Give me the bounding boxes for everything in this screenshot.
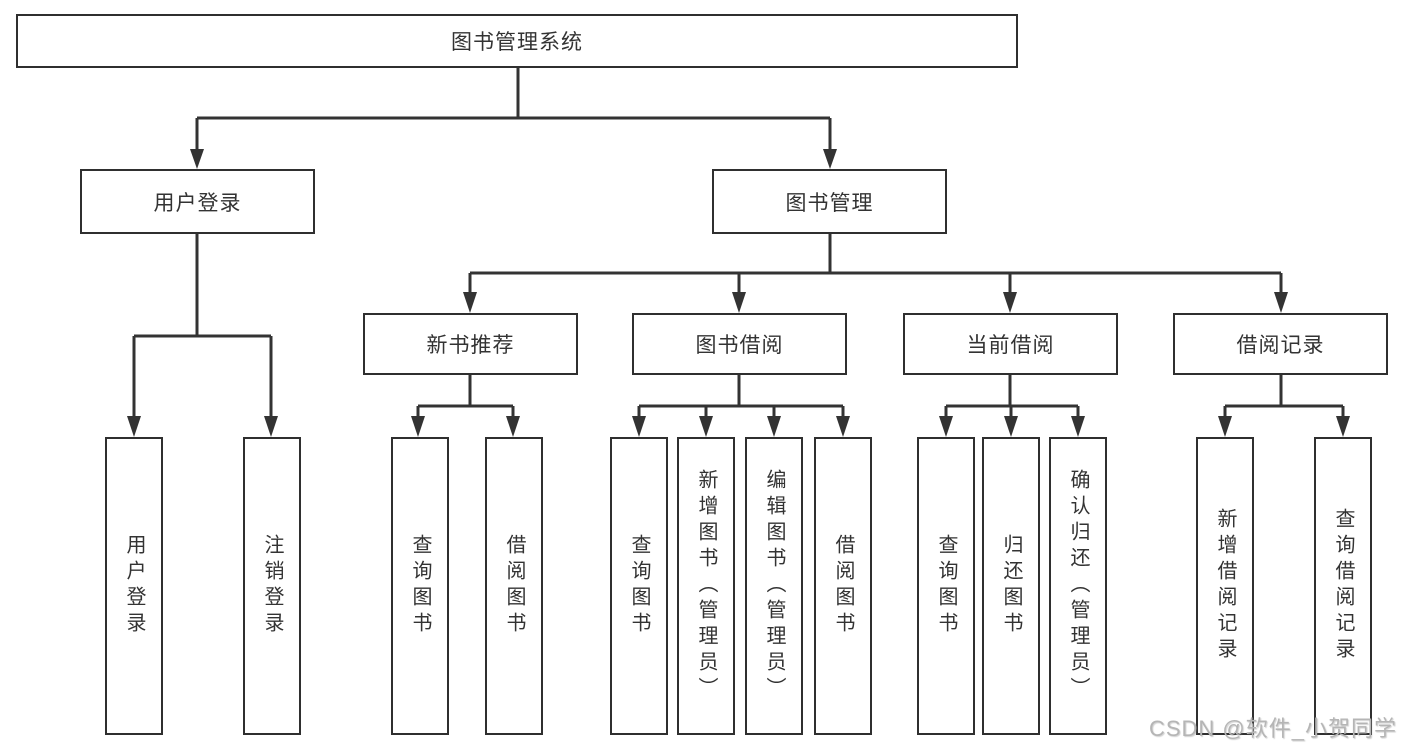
leaf-query-books: 查询图书 xyxy=(391,437,449,735)
leaf-label: 编辑图书（管理员） xyxy=(763,469,785,703)
node-label: 图书借阅 xyxy=(695,334,784,357)
leaf-add-borrow-record: 新增借阅记录 xyxy=(1196,437,1254,735)
node-borrowing-records: 借阅记录 xyxy=(1173,313,1388,375)
arrow-down-icon xyxy=(1004,416,1018,437)
leaf-query-borrow-record: 查询借阅记录 xyxy=(1314,437,1372,735)
node-book-management: 图书管理 xyxy=(712,169,947,234)
leaf-edit-books-admin: 编辑图书（管理员） xyxy=(745,437,803,735)
leaf-query-books: 查询图书 xyxy=(610,437,668,735)
arrow-down-icon xyxy=(767,416,781,437)
leaf-borrow-books: 借阅图书 xyxy=(814,437,872,735)
leaf-label: 查询图书 xyxy=(935,534,957,638)
node-root-system: 图书管理系统 xyxy=(16,14,1018,68)
leaf-label: 用户登录 xyxy=(123,534,145,638)
leaf-label: 借阅图书 xyxy=(503,534,525,638)
arrow-down-icon xyxy=(823,149,837,169)
arrow-down-icon xyxy=(1336,416,1350,437)
leaf-label: 查询图书 xyxy=(409,534,431,638)
node-new-book-recommendation: 新书推荐 xyxy=(363,313,578,375)
leaf-logout: 注销登录 xyxy=(243,437,301,735)
node-label: 当前借阅 xyxy=(966,334,1055,357)
leaf-return-books: 归还图书 xyxy=(982,437,1040,735)
arrow-down-icon xyxy=(127,416,141,437)
node-label: 图书管理系统 xyxy=(451,31,583,54)
arrow-down-icon xyxy=(1071,416,1085,437)
leaf-label: 查询借阅记录 xyxy=(1332,508,1354,664)
arrow-down-icon xyxy=(264,416,278,437)
arrow-down-icon xyxy=(411,416,425,437)
node-label: 新书推荐 xyxy=(426,334,515,357)
connector-book-management-branches xyxy=(463,234,1288,313)
connector-user-login-branches xyxy=(127,234,278,437)
connector-borrowing-records-branches xyxy=(1218,375,1350,437)
leaf-label: 新增图书（管理员） xyxy=(695,469,717,703)
leaf-add-books-admin: 新增图书（管理员） xyxy=(677,437,735,735)
node-current-borrowing: 当前借阅 xyxy=(903,313,1118,375)
arrow-down-icon xyxy=(190,149,204,169)
arrow-down-icon xyxy=(732,292,746,313)
arrow-down-icon xyxy=(939,416,953,437)
connector-new-book-branches xyxy=(411,375,520,437)
arrow-down-icon xyxy=(1003,292,1017,313)
arrow-down-icon xyxy=(1218,416,1232,437)
arrow-down-icon xyxy=(699,416,713,437)
leaf-user-login: 用户登录 xyxy=(105,437,163,735)
node-label: 借阅记录 xyxy=(1236,334,1325,357)
leaf-query-books: 查询图书 xyxy=(917,437,975,735)
leaf-label: 注销登录 xyxy=(261,534,283,638)
node-label: 用户登录 xyxy=(153,191,242,215)
csdn-watermark: CSDN @软件_小贺同学 xyxy=(1148,716,1397,741)
connector-book-borrowing-branches xyxy=(632,375,850,437)
arrow-down-icon xyxy=(1274,292,1288,313)
node-label: 图书管理 xyxy=(785,191,874,215)
arrow-down-icon xyxy=(836,416,850,437)
leaf-label: 新增借阅记录 xyxy=(1214,508,1236,664)
node-book-borrowing: 图书借阅 xyxy=(632,313,847,375)
leaf-label: 查询图书 xyxy=(628,534,650,638)
leaf-label: 归还图书 xyxy=(1000,534,1022,638)
leaf-confirm-return-admin: 确认归还（管理员） xyxy=(1049,437,1107,735)
node-user-login: 用户登录 xyxy=(80,169,315,234)
arrow-down-icon xyxy=(632,416,646,437)
connector-current-borrowing-branches xyxy=(939,375,1085,437)
arrow-down-icon xyxy=(506,416,520,437)
connector-root-branches xyxy=(190,68,837,169)
leaf-label: 确认归还（管理员） xyxy=(1067,469,1089,703)
arrow-down-icon xyxy=(463,292,477,313)
leaf-borrow-books: 借阅图书 xyxy=(485,437,543,735)
leaf-label: 借阅图书 xyxy=(832,534,854,638)
